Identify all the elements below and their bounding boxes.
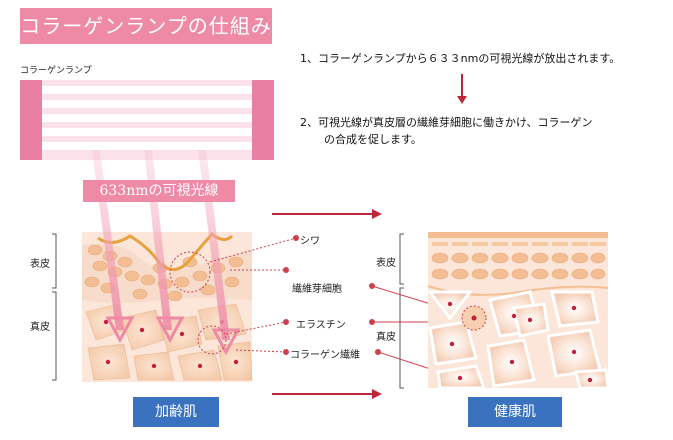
- aging-skin-label: 加齢肌: [133, 397, 219, 427]
- step-1-text: 1、コラーゲンランプから６３３nmの可視光線が放出されます。: [300, 52, 621, 65]
- left-layer-brackets: [52, 233, 57, 381]
- lamp-label: コラーゲンランプ: [20, 66, 92, 76]
- transition-arrow-top-icon: [272, 209, 382, 219]
- left-epidermis-label: 表皮: [30, 259, 50, 270]
- light-wavelength-label: 633nmの可視光線: [83, 180, 235, 202]
- callout-wrinkle: シワ: [300, 236, 320, 247]
- step-arrow-down-icon: [457, 74, 467, 104]
- right-layer-brackets: [399, 233, 404, 389]
- healthy-skin-label: 健康肌: [468, 397, 562, 427]
- callout-fibroblast: 繊維芽細胞: [292, 284, 342, 295]
- collagen-lamp: [20, 80, 274, 160]
- right-dermis-label: 真皮: [376, 332, 396, 343]
- transition-arrow-bottom-icon: [272, 389, 382, 399]
- left-dermis-label: 真皮: [30, 322, 50, 333]
- step-2-line-2: の合成を促します。: [324, 133, 422, 146]
- step-2-line-1: 2、可視光線が真皮層の繊維芽細胞に働きかけ、コラーゲン: [300, 116, 593, 129]
- wrinkle-highlight-circle: [169, 251, 211, 293]
- step-2-text: 2、可視光線が真皮層の繊維芽細胞に働きかけ、コラーゲン の合成を促します。: [300, 114, 592, 148]
- healthy-skin-illustration: [426, 232, 610, 390]
- elastin-highlight-circle: [197, 325, 227, 355]
- right-epidermis-label: 表皮: [376, 258, 396, 269]
- callout-elastin: エラスチン: [296, 320, 346, 331]
- callout-collagen-fiber: コラーゲン繊維: [290, 350, 360, 361]
- title-banner: コラーゲンランプの仕組み: [20, 8, 272, 44]
